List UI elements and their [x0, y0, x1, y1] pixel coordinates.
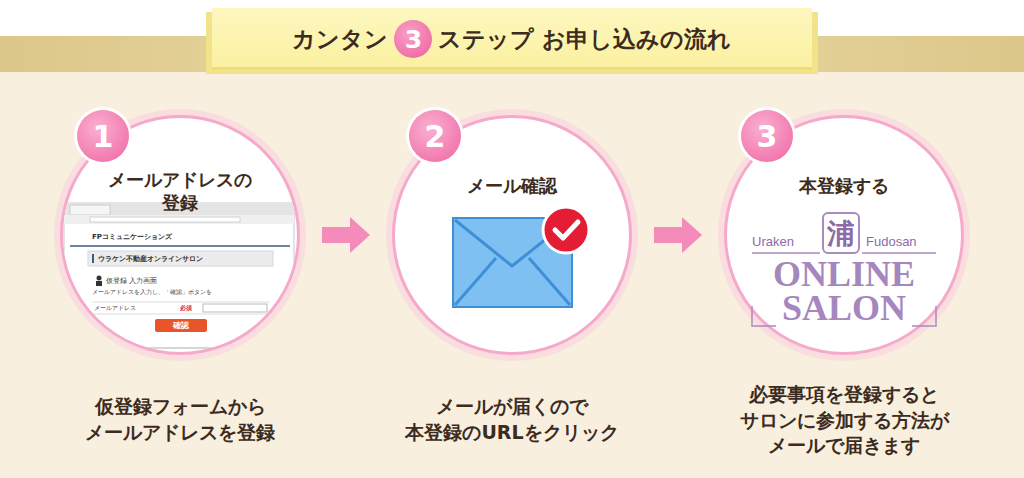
- step-heading: 本登録する: [744, 174, 944, 197]
- form-rule: [92, 314, 270, 315]
- browser-tab: [70, 205, 110, 215]
- flow-arrow: [654, 217, 702, 253]
- label-text: 浦: [823, 215, 859, 253]
- window-bottom: [64, 348, 294, 349]
- label-text: Uraken: [752, 234, 794, 249]
- check-badge: [543, 207, 589, 253]
- form-rule: [92, 302, 270, 303]
- flow-arrow: [322, 217, 370, 253]
- logo-rule: [862, 252, 936, 254]
- form-screenshot: [64, 203, 294, 348]
- header-rule: [70, 245, 290, 247]
- label-text: 確認: [155, 320, 207, 331]
- step-number-badge: 2: [409, 110, 461, 162]
- title-text: ステップ お申し込みの流れ: [438, 24, 731, 55]
- label-text: メールアドレスを入力し、「確認」ボタンを: [92, 288, 212, 297]
- title-ribbon: カンタン3ステップ お申し込みの流れ: [212, 8, 812, 70]
- label-text: ウラケン不動産オンラインサロン: [98, 254, 203, 264]
- step-heading: メール確認: [412, 174, 612, 197]
- label-text: Fudosan: [866, 234, 917, 249]
- label-text: SALON: [752, 290, 936, 326]
- step-caption: 仮登録フォームから メールアドレスを登録: [50, 394, 310, 445]
- confirm-button: [155, 319, 207, 332]
- user-icon: [97, 276, 102, 281]
- label-text: 必須: [180, 304, 192, 313]
- user-icon: [96, 281, 102, 286]
- label-text: メールアドレス: [94, 304, 136, 313]
- label-text: 仮登録 入力画面: [106, 276, 157, 286]
- browser-address-bar: [64, 215, 294, 224]
- step-number-badge: 3: [741, 110, 793, 162]
- step-caption: 必要事項を登録すると サロンに参加する方法が メールで届きます: [714, 382, 974, 459]
- envelope-fold: [455, 258, 570, 305]
- label-text: ONLINE: [752, 256, 936, 292]
- label-text: FPコミュニケーションズ: [92, 232, 172, 242]
- logo-rule: [752, 252, 820, 254]
- section-marker: [92, 254, 94, 263]
- email-input: [203, 304, 267, 312]
- step-count-badge: 3: [394, 20, 432, 58]
- logo-kanji-frame: [823, 213, 859, 253]
- browser-tabs: [64, 203, 294, 215]
- step-caption: メールが届くので 本登録のURLをクリック: [382, 394, 642, 445]
- section-bar: [88, 251, 273, 266]
- address-field: [90, 217, 240, 222]
- step-number-badge: 1: [77, 110, 129, 162]
- title-text: カンタン: [292, 24, 388, 55]
- check-mark: [555, 222, 578, 238]
- step-heading: メールアドレスの 登録: [95, 168, 265, 215]
- browser-window: [64, 203, 294, 348]
